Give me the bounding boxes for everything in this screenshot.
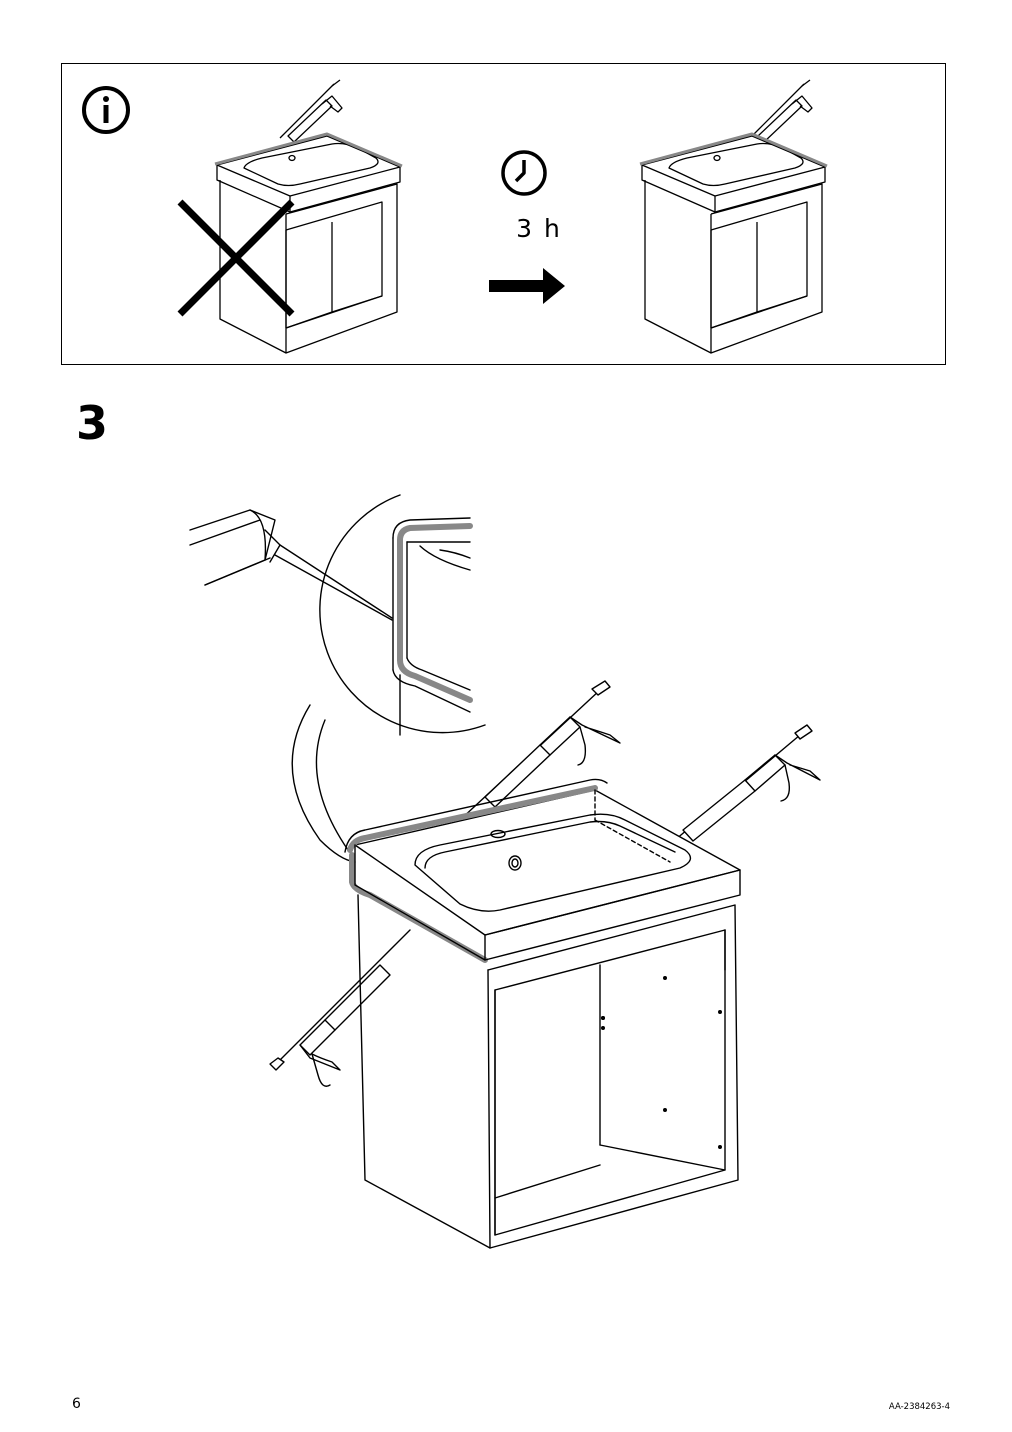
cross-icon [177, 199, 295, 317]
page-number: 6 [72, 1396, 81, 1412]
wait-time-label: 3 h [516, 214, 562, 243]
info-panel: 3 h [61, 63, 946, 365]
cabinet-illustration-correct [639, 79, 828, 354]
info-icon [82, 86, 130, 134]
clock-icon [501, 150, 547, 196]
main-illustration [189, 494, 821, 1249]
document-code: AA-2384263-4 [888, 1402, 950, 1412]
right-arrow-icon [489, 268, 565, 304]
step-number: 3 [76, 396, 109, 450]
